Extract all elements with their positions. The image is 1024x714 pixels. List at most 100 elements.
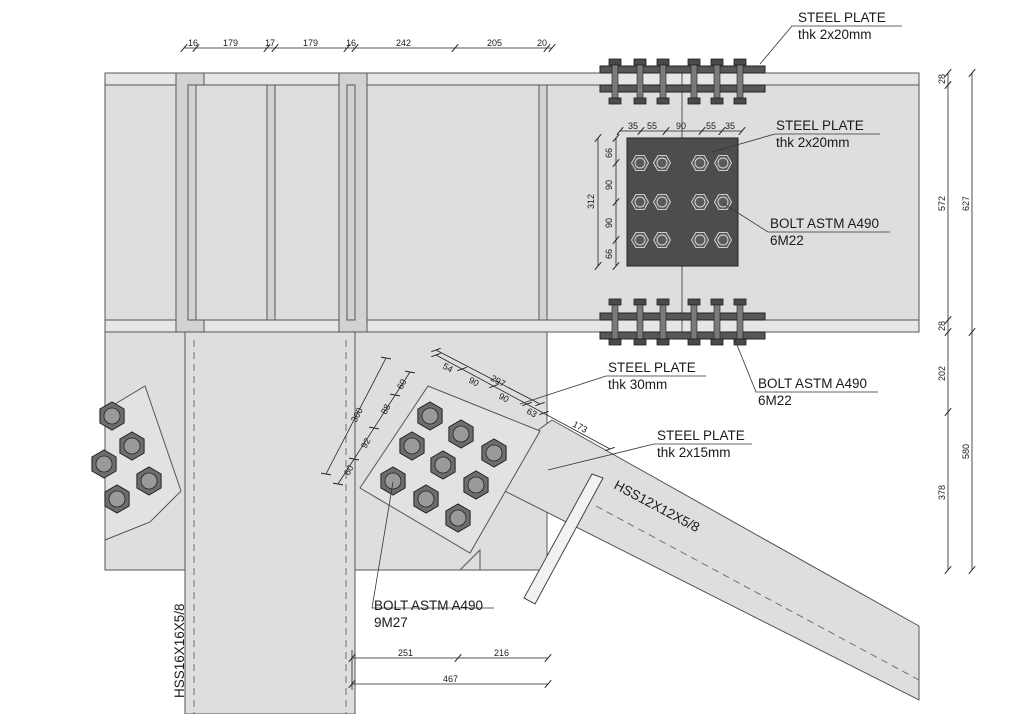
dim-text: 63 [525, 406, 539, 420]
nut-icon [733, 58, 747, 66]
dim-text: 572 [937, 196, 947, 211]
label-line: 6M22 [758, 393, 792, 408]
dim-text: 580 [961, 444, 971, 459]
bolt-shank-icon [656, 196, 668, 208]
bolt-shank-icon [467, 476, 485, 494]
label-line: BOLT ASTM A490 [770, 216, 879, 231]
nut-icon [608, 58, 622, 66]
label-line: STEEL PLATE [798, 10, 886, 25]
stiffener [538, 84, 548, 321]
dim-tick [192, 43, 200, 53]
dim-tick [612, 133, 620, 143]
dim-tick [404, 370, 416, 374]
bolt-head-icon [690, 155, 710, 171]
nut-icon [656, 58, 670, 66]
column-section-label: HSS16X16X5/8 [172, 603, 187, 698]
dim-tick [389, 393, 401, 397]
bolt-shank-icon [108, 490, 126, 508]
bolt-shank-icon [634, 234, 646, 246]
nut-icon [633, 338, 647, 346]
label-line: STEEL PLATE [776, 118, 864, 133]
dim-text: 90 [604, 218, 614, 228]
bolt-shank-icon [611, 304, 619, 340]
label-line: BOLT ASTM A490 [374, 598, 483, 613]
dim-tick [605, 446, 615, 452]
dim-tick [612, 197, 620, 207]
bolt-shank-icon [384, 472, 402, 490]
bolt-shank-icon [636, 64, 644, 99]
dim-tick [944, 68, 952, 78]
dim-text: 66 [604, 148, 614, 158]
dim-tick [612, 158, 620, 168]
bolt-shank-icon [713, 64, 721, 99]
nut-icon [710, 97, 724, 105]
bolt-head-icon [630, 155, 650, 171]
bottom-flange-plate-lower [599, 331, 766, 340]
dim-tick [457, 366, 467, 372]
dim-tick [380, 356, 392, 360]
dim-tick [616, 126, 624, 136]
bolt-shank-icon [717, 234, 729, 246]
nut-icon [687, 58, 701, 66]
dim-tick [348, 457, 360, 461]
dim-text: 467 [443, 674, 458, 684]
dim-tick [454, 653, 462, 663]
dim-tick [348, 653, 356, 663]
dim-text: 202 [937, 366, 947, 381]
label-line: thk 2x20mm [776, 135, 850, 150]
leader-bolt-web [723, 203, 890, 233]
dim-text: 35 [628, 121, 638, 131]
bolt-shank-icon [634, 157, 646, 169]
dim-text: 17 [265, 38, 275, 48]
dim-tick [612, 235, 620, 245]
bolt-head-icon [690, 194, 710, 210]
bolt-shank-icon [694, 157, 706, 169]
leader-steel-plate-web [711, 133, 880, 153]
dim-text: 28 [937, 321, 947, 331]
dim-text: 60 [342, 463, 356, 477]
bolt-head-icon [652, 194, 672, 210]
stiffener [266, 84, 276, 321]
nut-icon [733, 338, 747, 346]
leaders [371, 25, 902, 609]
bottom-flange-plate-upper [599, 312, 766, 321]
bolt-shank-icon [659, 64, 667, 99]
bolt-shank-icon [449, 509, 467, 527]
nut-icon [633, 97, 647, 105]
dim-tick [343, 43, 351, 53]
bolt-shank-icon [694, 196, 706, 208]
nut-icon [687, 298, 701, 306]
nut-icon [687, 338, 701, 346]
stiffener [346, 84, 356, 321]
nut-icon [608, 298, 622, 306]
label-line: STEEL PLATE [608, 360, 696, 375]
bolt-shank-icon [140, 472, 158, 490]
dim-text: 216 [494, 648, 509, 658]
dim-tick [544, 653, 552, 663]
bolt-shank-icon [611, 64, 619, 99]
bolt-head-icon [630, 232, 650, 248]
dim-tick [431, 352, 441, 358]
dim-text: 378 [937, 485, 947, 500]
dimension-lines [180, 43, 976, 690]
dim-tick [944, 315, 952, 325]
bolt-head-icon [713, 155, 733, 171]
dim-text: 179 [223, 38, 238, 48]
bolt-shank-icon [713, 304, 721, 340]
dim-tick [698, 126, 706, 136]
callout-steel-plate-flange: STEEL PLATE thk 2x20mm [798, 10, 886, 42]
nut-icon [633, 298, 647, 306]
dim-text: 90 [676, 121, 686, 131]
dim-tick [431, 347, 441, 353]
dim-text: 205 [487, 38, 502, 48]
leader-steel-plate-brace [547, 443, 752, 471]
dim-tick [543, 43, 551, 53]
gusset-along-dim-texts: 54 90 90 63 173 297 [441, 361, 589, 435]
dim-text: 55 [706, 121, 716, 131]
dim-tick [535, 401, 545, 407]
dim-tick [738, 126, 746, 136]
nut-icon [656, 338, 670, 346]
leader-steel-plate-flange [759, 25, 902, 65]
dim-tick [271, 43, 279, 53]
